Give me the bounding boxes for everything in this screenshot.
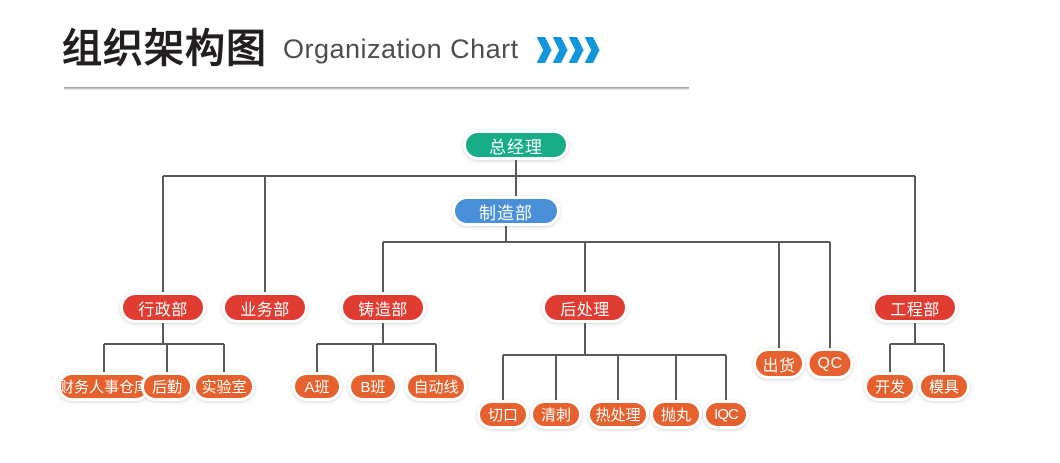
org-node-mold[interactable]: 模具 bbox=[918, 372, 970, 401]
org-node-lab[interactable]: 实验室 bbox=[193, 372, 255, 401]
org-node-shotblast[interactable]: 抛丸 bbox=[650, 400, 702, 429]
org-node-label: 后勤 bbox=[152, 376, 182, 397]
org-node-label: B班 bbox=[360, 376, 385, 397]
org-node-label: 开发 bbox=[875, 376, 905, 397]
org-node-shift_b[interactable]: B班 bbox=[348, 372, 398, 401]
org-node-cut[interactable]: 切口 bbox=[477, 400, 529, 429]
org-node-label: IQC bbox=[714, 406, 738, 423]
org-node-label: 自动线 bbox=[413, 376, 458, 397]
org-node-label: 出货 bbox=[762, 352, 795, 376]
org-node-logistics[interactable]: 后勤 bbox=[141, 372, 193, 401]
org-node-autoline[interactable]: 自动线 bbox=[405, 372, 467, 401]
org-node-qc[interactable]: QC bbox=[807, 348, 854, 379]
org-node-label: 实验室 bbox=[201, 376, 246, 397]
org-node-label: 模具 bbox=[929, 376, 959, 397]
org-node-ship[interactable]: 出货 bbox=[753, 348, 805, 379]
org-node-mfg[interactable]: 制造部 bbox=[452, 196, 560, 226]
org-node-label: 清刺 bbox=[541, 404, 571, 425]
org-node-finance[interactable]: 财务人事仓库 bbox=[58, 372, 151, 401]
org-node-label: 后处理 bbox=[560, 296, 610, 320]
org-node-label: 工程部 bbox=[890, 296, 940, 320]
org-node-label: A班 bbox=[304, 376, 329, 397]
org-node-casting[interactable]: 铸造部 bbox=[340, 292, 426, 323]
org-node-label: 热处理 bbox=[595, 404, 640, 425]
org-node-admin[interactable]: 行政部 bbox=[120, 292, 206, 323]
org-node-label: 制造部 bbox=[479, 199, 533, 224]
org-node-label: 财务人事仓库 bbox=[59, 376, 149, 397]
org-node-eng[interactable]: 工程部 bbox=[872, 292, 958, 323]
org-node-label: QC bbox=[818, 355, 843, 373]
org-node-dev[interactable]: 开发 bbox=[864, 372, 916, 401]
org-node-gm[interactable]: 总经理 bbox=[463, 130, 569, 160]
org-node-heat[interactable]: 热处理 bbox=[587, 400, 649, 429]
org-node-label: 铸造部 bbox=[358, 296, 408, 320]
org-node-label: 总经理 bbox=[489, 133, 543, 158]
org-node-label: 行政部 bbox=[138, 296, 188, 320]
org-node-label: 抛丸 bbox=[661, 404, 691, 425]
org-node-label: 业务部 bbox=[240, 296, 290, 320]
org-node-biz[interactable]: 业务部 bbox=[222, 292, 308, 323]
org-node-label: 切口 bbox=[488, 404, 518, 425]
org-node-post[interactable]: 后处理 bbox=[542, 292, 628, 323]
org-node-shift_a[interactable]: A班 bbox=[292, 372, 342, 401]
org-node-deburr[interactable]: 清刺 bbox=[530, 400, 582, 429]
org-node-iqc[interactable]: IQC bbox=[703, 400, 749, 429]
